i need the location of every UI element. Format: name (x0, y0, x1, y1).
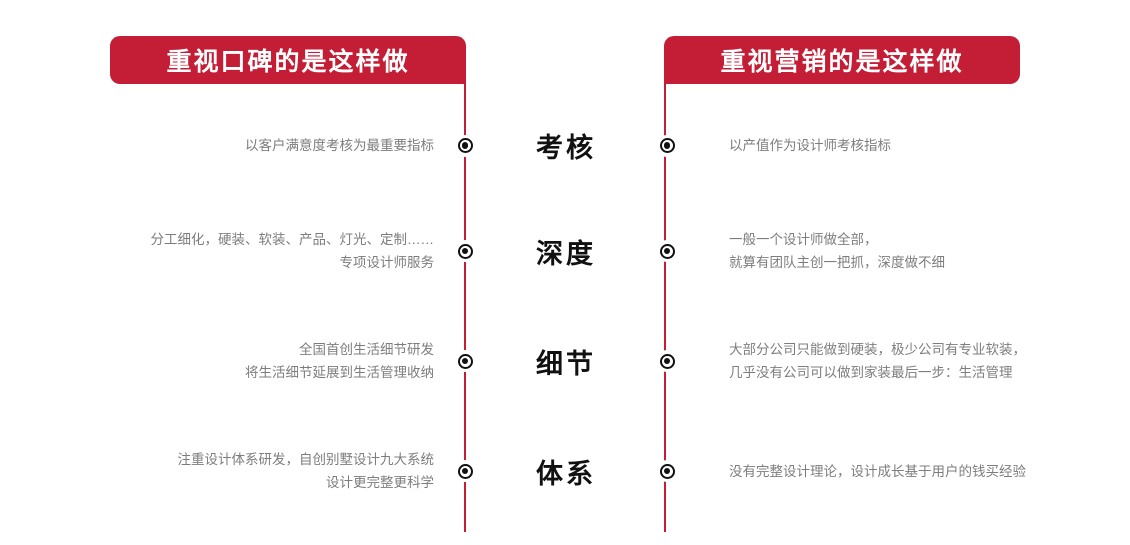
target-dot-icon (659, 138, 675, 153)
left-column-banner: 重视口碑的是这样做 (110, 36, 466, 84)
right-timeline-rail (664, 84, 666, 532)
left-marker-slot (449, 350, 481, 372)
row-category-label: 细节 (536, 348, 596, 379)
row-category-label: 考核 (536, 133, 596, 163)
target-dot-icon (457, 243, 473, 259)
right-marker-slot (651, 240, 683, 262)
target-dot-icon (457, 138, 473, 153)
right-marker-slot (651, 460, 683, 482)
right-row-text: 大部分公司只能做到硬装，极少公司有专业软装， 几乎没有公司可以做到家装最后一步：… (729, 342, 1026, 380)
comparison-row: 以客户满意度考核为最重要指标 考核 以产值作为设计师考核指标 (0, 126, 1130, 165)
right-marker-slot (651, 134, 683, 157)
left-marker-slot (449, 460, 481, 482)
comparison-row: 分工细化，硬装、软装、产品、灯光、定制…… 专项设计师服务 深度 一般一个设计师… (0, 228, 1130, 274)
target-dot-icon (457, 463, 473, 479)
row-category-label: 体系 (536, 458, 596, 489)
left-row-text: 注重设计体系研发，自创别墅设计九大系统 设计更完整更科学 (177, 452, 435, 490)
left-marker-slot (449, 240, 481, 262)
target-dot-icon (659, 243, 675, 259)
left-marker-slot (449, 134, 481, 157)
right-column-banner: 重视营销的是这样做 (664, 36, 1020, 84)
left-row-text: 分工细化，硬装、软装、产品、灯光、定制…… 专项设计师服务 (150, 232, 435, 270)
target-dot-icon (457, 353, 473, 369)
comparison-row: 全国首创生活细节研发 将生活细节延展到生活管理收纳 细节 大部分公司只能做到硬装… (0, 338, 1130, 384)
left-row-text: 以客户满意度考核为最重要指标 (245, 138, 434, 153)
right-row-text: 没有完整设计理论，设计成长基于用户的钱买经验 (729, 463, 1026, 479)
right-row-text: 以产值作为设计师考核指标 (729, 138, 891, 153)
comparison-row: 注重设计体系研发，自创别墅设计九大系统 设计更完整更科学 体系 没有完整设计理论… (0, 448, 1130, 494)
row-category-label: 深度 (536, 238, 596, 269)
target-dot-icon (659, 353, 675, 369)
left-timeline-rail (464, 84, 466, 532)
left-row-text: 全国首创生活细节研发 将生活细节延展到生活管理收纳 (245, 342, 434, 380)
target-dot-icon (659, 463, 675, 479)
right-row-text: 一般一个设计师做全部， 就算有团队主创一把抓，深度做不细 (729, 232, 945, 270)
right-marker-slot (651, 350, 683, 372)
